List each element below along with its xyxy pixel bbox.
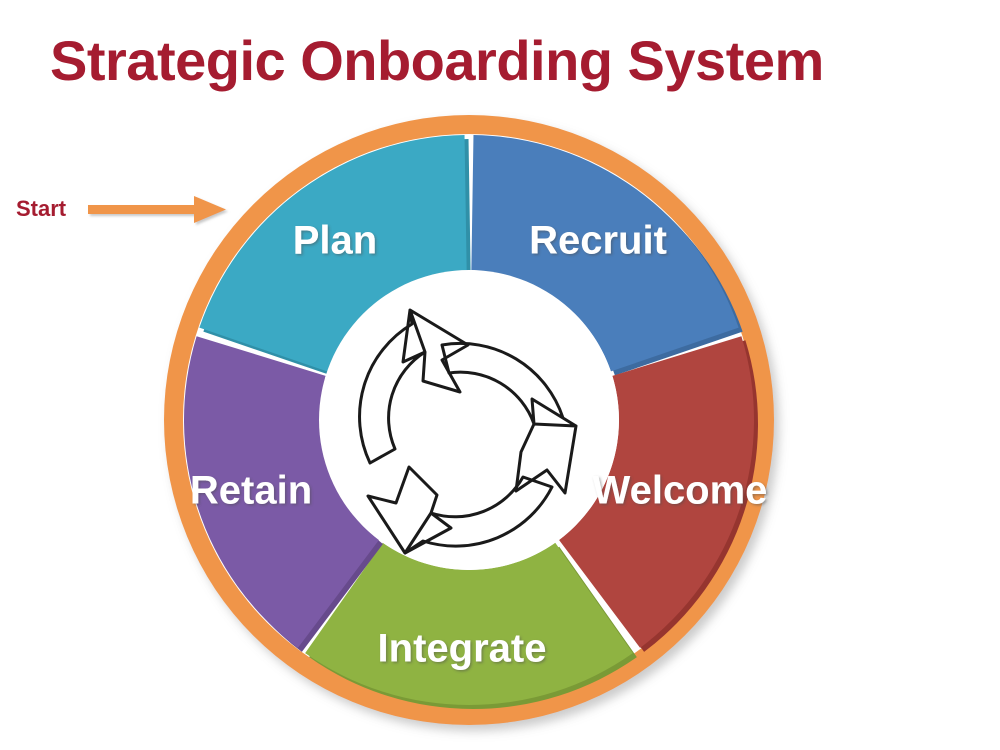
page-title: Strategic Onboarding System	[50, 29, 824, 92]
wheel-segment-label-integrate: Integrate	[378, 627, 547, 671]
wheel-segment-plan[interactable]	[199, 135, 467, 372]
wheel-segment-label-welcome: Welcome	[593, 469, 768, 513]
wheel-segment-label-recruit: Recruit	[529, 219, 667, 263]
recycle-cycle-icon	[358, 308, 578, 555]
wheel-segment-label-plan: Plan	[293, 219, 377, 263]
wheel-segment-integrate[interactable]	[305, 542, 633, 705]
start-arrow-icon	[88, 196, 226, 223]
wheel-segment-recruit[interactable]	[471, 135, 739, 372]
wheel-segments	[183, 135, 758, 709]
start-label: Start	[16, 196, 67, 221]
center-hub	[319, 270, 619, 570]
wheel-segment-welcome[interactable]	[559, 336, 754, 648]
wheel-segment-retain[interactable]	[183, 336, 379, 648]
wheel-segment-label-retain: Retain	[190, 469, 312, 513]
